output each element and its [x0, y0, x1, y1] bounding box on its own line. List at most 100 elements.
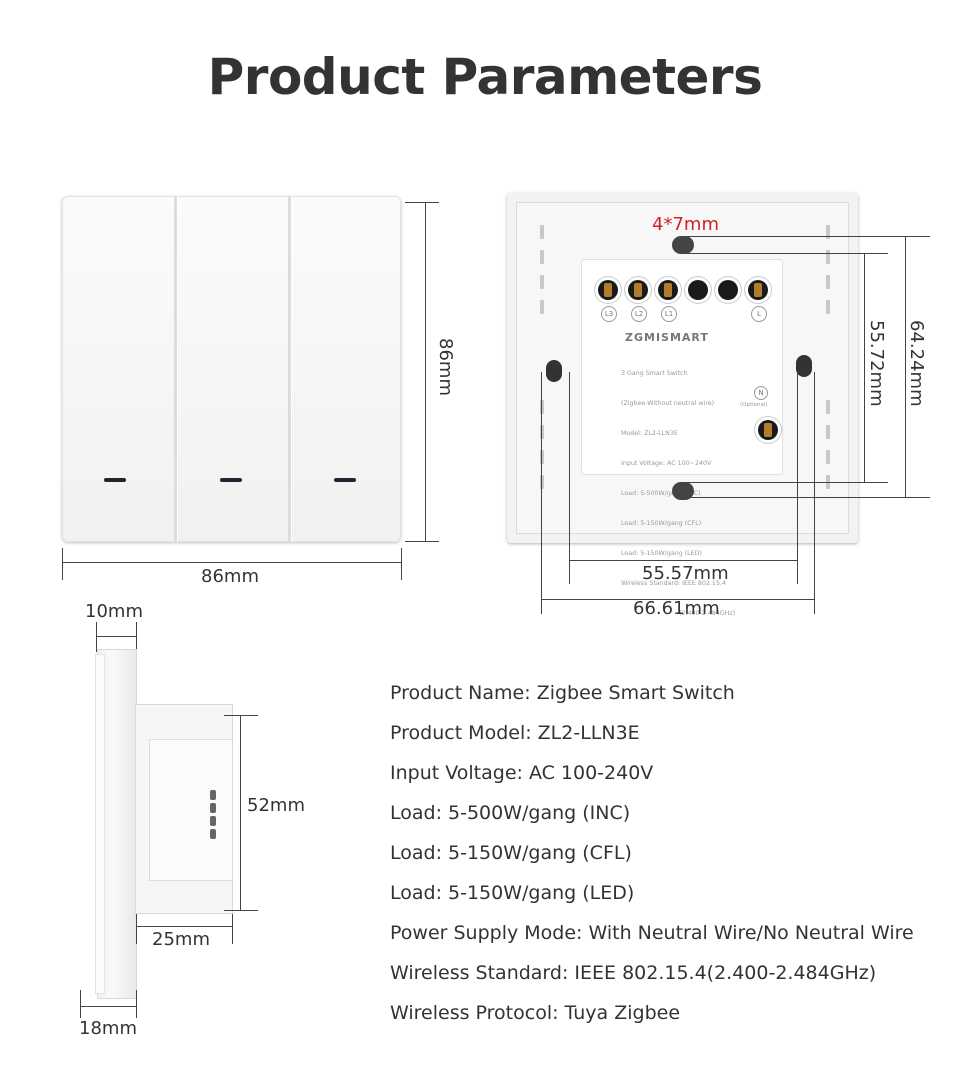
side-box-dim-line — [136, 926, 232, 927]
spec-item: Input Voltage: AC 100-240V — [390, 762, 654, 784]
side-depth-label: 52mm — [247, 795, 305, 816]
terminal-blank — [688, 280, 708, 300]
inner-width-label: 55.57mm — [642, 563, 729, 584]
dim-tick — [684, 497, 930, 498]
inner-width-dim-line — [569, 560, 797, 561]
terminal-n — [758, 420, 778, 440]
vent-slot — [826, 225, 830, 239]
gang-1-indicator — [104, 478, 126, 482]
inner-height-label: 55.72mm — [866, 320, 887, 407]
dim-tick — [684, 236, 930, 237]
spec-item: Load: 5-500W/gang (INC) — [390, 802, 631, 824]
spec-item: Load: 5-150W/gang (CFL) — [390, 842, 632, 864]
vent-slot — [540, 300, 544, 314]
side-top-dim-line — [96, 636, 136, 637]
dim-tick — [569, 372, 570, 584]
front-height-dim-line — [425, 202, 426, 542]
vent-slot — [826, 425, 830, 439]
dim-tick — [684, 253, 888, 254]
module-spec-line: (2.400-2.484GHz) — [679, 610, 736, 617]
module-spec-line: Input Voltage: AC 100~240V — [621, 460, 712, 467]
dim-tick — [405, 202, 439, 203]
gang-divider — [174, 196, 177, 542]
side-box-label: 25mm — [152, 929, 210, 950]
side-top-label: 10mm — [85, 601, 143, 622]
vent-slot — [540, 450, 544, 464]
side-depth-dim-line — [240, 715, 241, 910]
spec-item: Product Model: ZL2-LLN3E — [390, 722, 640, 744]
terminal-l1 — [658, 280, 678, 300]
mounting-hole-bottom — [672, 482, 694, 500]
terminal-l — [748, 280, 768, 300]
dim-tick — [401, 548, 402, 580]
spec-item: Product Name: Zigbee Smart Switch — [390, 682, 735, 704]
module-spec-line: 3 Gang Smart Switch — [621, 370, 688, 377]
dim-tick — [80, 990, 81, 1018]
mounting-slot-right — [796, 355, 812, 377]
outer-width-label: 66.61mm — [633, 598, 720, 619]
switch-front-panel — [62, 196, 401, 542]
terminal-l3 — [598, 280, 618, 300]
hole-size-label: 4*7mm — [652, 214, 719, 235]
terminal-label-l1: L1 — [661, 306, 677, 322]
side-terminal — [210, 790, 216, 800]
vent-slot — [540, 250, 544, 264]
module-spec-line: Load: 5-150W/gang (CFL) — [621, 520, 702, 527]
terminal-label-l: L — [751, 306, 767, 322]
dim-tick — [224, 715, 258, 716]
terminal-blank — [718, 280, 738, 300]
module-spec-line: Wireless Standard: IEEE 802.15.4 — [621, 580, 726, 587]
spec-item: Wireless Standard: IEEE 802.15.4(2.400-2… — [390, 962, 877, 984]
gang-2-indicator — [220, 478, 242, 482]
front-height-label: 86mm — [435, 338, 456, 396]
spec-item: Load: 5-150W/gang (LED) — [390, 882, 635, 904]
side-cover-plate — [98, 650, 136, 998]
dim-tick — [684, 482, 888, 483]
vent-slot — [540, 275, 544, 289]
dim-tick — [136, 990, 137, 1018]
dim-tick — [405, 541, 439, 542]
module-spec-line: Model: ZL2-LLN3E — [621, 430, 678, 437]
spec-item: Wireless Protocol: Tuya Zigbee — [390, 1002, 681, 1024]
gang-divider — [288, 196, 291, 542]
front-width-label: 86mm — [201, 566, 259, 587]
dim-tick — [797, 372, 798, 584]
front-width-dim-line — [62, 562, 402, 563]
outer-height-label: 64.24mm — [906, 320, 927, 407]
terminal-label-l2: L2 — [631, 306, 647, 322]
spec-item: Power Supply Mode: With Neutral Wire/No … — [390, 922, 914, 944]
dim-tick — [136, 914, 137, 944]
dim-tick — [541, 372, 542, 614]
neutral-optional-note: (Optional) — [740, 402, 768, 408]
outer-height-dim-line — [905, 236, 906, 497]
module-spec-line: (Zigbee-Without neutral wire) — [621, 400, 715, 407]
vent-slot — [540, 400, 544, 414]
side-terminal — [210, 829, 216, 839]
dim-tick — [136, 622, 137, 652]
side-bottom-label: 18mm — [79, 1018, 137, 1039]
vent-slot — [540, 225, 544, 239]
module-spec-text: 3 Gang Smart Switch (Zigbee-Without neut… — [621, 349, 735, 639]
vent-slot — [826, 400, 830, 414]
side-terminal — [210, 803, 216, 813]
dim-tick — [224, 910, 258, 911]
spec-list: Product Name: Zigbee Smart Switch Produc… — [390, 680, 914, 1040]
mounting-slot-left — [546, 360, 562, 382]
dim-tick — [96, 622, 97, 652]
module-brand: ZGMISMART — [625, 331, 709, 344]
outer-width-dim-line — [541, 599, 814, 600]
side-module-body — [150, 740, 232, 880]
mounting-hole-top — [672, 236, 694, 254]
vent-slot — [826, 275, 830, 289]
side-bottom-dim-line — [80, 1006, 136, 1007]
terminal-l2 — [628, 280, 648, 300]
terminal-label-l3: L3 — [601, 306, 617, 322]
vent-slot — [540, 475, 544, 489]
gang-3-indicator — [334, 478, 356, 482]
vent-slot — [540, 425, 544, 439]
dim-tick — [232, 914, 233, 944]
page-title: Product Parameters — [207, 48, 763, 106]
dim-tick — [814, 372, 815, 614]
terminal-label-n: N — [754, 386, 768, 400]
inner-height-dim-line — [864, 253, 865, 482]
